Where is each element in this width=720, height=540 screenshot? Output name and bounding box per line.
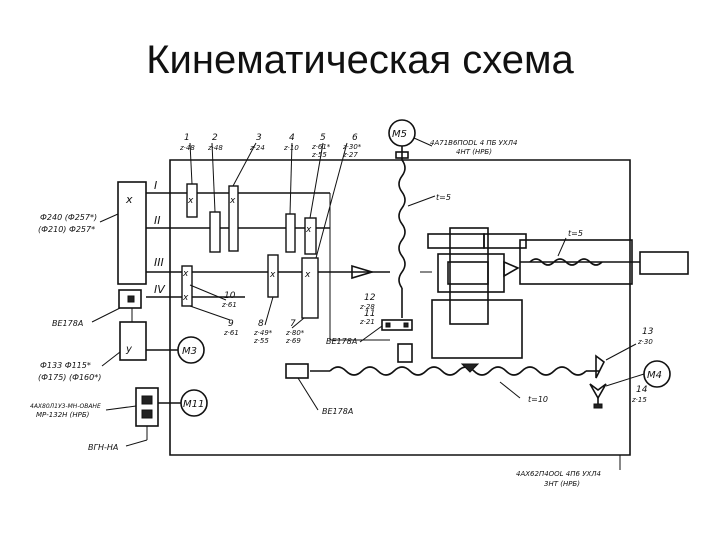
reducer-body — [135, 387, 159, 427]
gear-9-z: z·61 — [223, 329, 239, 337]
gear-13 — [595, 354, 606, 379]
gear-2-num: 2 — [212, 133, 218, 143]
pulley-mark: x — [125, 193, 133, 206]
motor-m5-spec1: 4A71B6ПОDL 4 ПБ УХЛ4 — [430, 139, 517, 147]
gear-13-z: z·30 — [637, 338, 653, 346]
pitch-t5-vertical: t=5 — [436, 193, 451, 202]
gear-x: x — [187, 196, 194, 206]
gear-5-num: 5 — [320, 133, 326, 143]
pulley-bottom-dim1: Ф133 Ф115* — [40, 361, 91, 370]
bottom-pulley — [119, 321, 147, 361]
shaft-label-II: II — [154, 214, 161, 227]
horizontal-screw — [329, 366, 587, 376]
slide-title: Кинематическая схема — [146, 38, 574, 82]
reducer-spec1: 4АХ80Л1У3-МН-ОВАНЕ — [30, 403, 101, 410]
svg-text:x: x — [229, 196, 236, 206]
gear-6-7 — [301, 257, 319, 319]
gear-3-num: 3 — [256, 133, 262, 143]
gear-4-z: z·10 — [283, 144, 299, 152]
gear-1-num: 1 — [184, 133, 190, 143]
reducer-spec2: МР-132Н (НРБ) — [36, 411, 90, 419]
gear-7-z1: z·80* — [285, 329, 305, 337]
top-pulley-belt — [117, 181, 147, 285]
headstock — [449, 227, 489, 325]
be178a-center: ВЕ178А — [326, 337, 357, 346]
svg-text:x: x — [182, 293, 189, 303]
pulley-bottom-dim2: (Ф175) (Ф160*) — [38, 373, 101, 382]
gear-11-12-block — [381, 319, 413, 331]
gear-11-z: z·21 — [359, 318, 375, 326]
gear-6-z2: z·27 — [342, 151, 358, 159]
gear-1-z: z·48 — [179, 144, 195, 152]
motor-m5-spec2: 4НТ (НРБ) — [456, 148, 492, 156]
motor-m4-spec2: 3НТ (НРБ) — [544, 480, 580, 488]
tailstock-motor — [639, 251, 689, 275]
motor-m5-label: M5 — [392, 129, 407, 140]
gear-12-z: z·28 — [359, 303, 375, 311]
svg-text:x: x — [182, 269, 189, 279]
gear-5-z1: z·61* — [311, 143, 331, 151]
motor-m11-label: M11 — [183, 399, 204, 410]
pulley-top-dim2: (Ф210) Ф257* — [38, 225, 95, 234]
gear-10-num: 10 — [224, 291, 236, 301]
gear-14-z: z·15 — [631, 396, 647, 404]
gear-12-num: 12 — [364, 293, 376, 303]
svg-text:x: x — [305, 225, 312, 235]
gear-4 — [285, 213, 296, 253]
motor-m4-spec1: 4АХ62П4ООL 4П6 УХЛ4 — [516, 470, 601, 478]
gear-8-z1: z·49* — [253, 329, 273, 337]
gear-8-num: 8 — [258, 319, 264, 329]
gear-3-z: z·24 — [249, 144, 265, 152]
gear-11-num: 11 — [364, 309, 375, 319]
gear-5-z2: z·55 — [311, 151, 327, 159]
pulley-top-dim1: Ф240 (Ф257*) — [40, 213, 97, 222]
pitch-t10: t=10 — [528, 395, 548, 404]
motor-m4-label: M4 — [647, 370, 662, 381]
shaft-label-III: III — [154, 256, 164, 269]
gear-2 — [209, 211, 221, 253]
be178a-bottom: ВЕ178А — [322, 407, 353, 416]
gear-leaders — [189, 142, 348, 329]
screw-nut — [460, 363, 480, 373]
gear-14 — [589, 383, 607, 400]
carriage — [431, 299, 523, 359]
gear-6-num: 6 — [352, 133, 358, 143]
pitch-t5-horizontal: t=5 — [568, 229, 583, 238]
gear-14-num: 14 — [636, 385, 648, 395]
clutch-box — [397, 343, 413, 363]
gear-7-num: 7 — [290, 319, 296, 329]
gear-6-z1: z·30* — [342, 143, 362, 151]
gear-9-num: 9 — [228, 319, 234, 329]
svg-text:y: y — [125, 344, 133, 355]
vertical-screw — [398, 159, 406, 289]
motor-m11 — [180, 389, 208, 417]
svg-text:x: x — [269, 270, 276, 280]
gear-5 — [304, 217, 317, 255]
motor-m3 — [177, 336, 205, 364]
svg-text:x: x — [304, 270, 311, 280]
gear-8-z2: z·55 — [253, 337, 269, 345]
bgn-label: ВГН-НА — [88, 443, 118, 452]
shaft-label-I: I — [154, 179, 157, 192]
gear-2-z: z·48 — [207, 144, 223, 152]
gear-10-z: z·61 — [221, 301, 237, 309]
gear-4-num: 4 — [289, 133, 295, 143]
screw-end-block — [285, 363, 309, 379]
machine-frame — [169, 159, 631, 456]
motor-m3-label: M3 — [182, 346, 197, 357]
shaft-label-IV: IV — [154, 283, 166, 296]
belt-tensioner — [118, 289, 142, 309]
headstock-top — [427, 233, 485, 249]
gear-13-num: 13 — [642, 327, 654, 337]
be178a-left: ВЕ178А — [52, 319, 83, 328]
gear-7-z2: z·69 — [285, 337, 301, 345]
tensioner-pin — [127, 295, 135, 303]
